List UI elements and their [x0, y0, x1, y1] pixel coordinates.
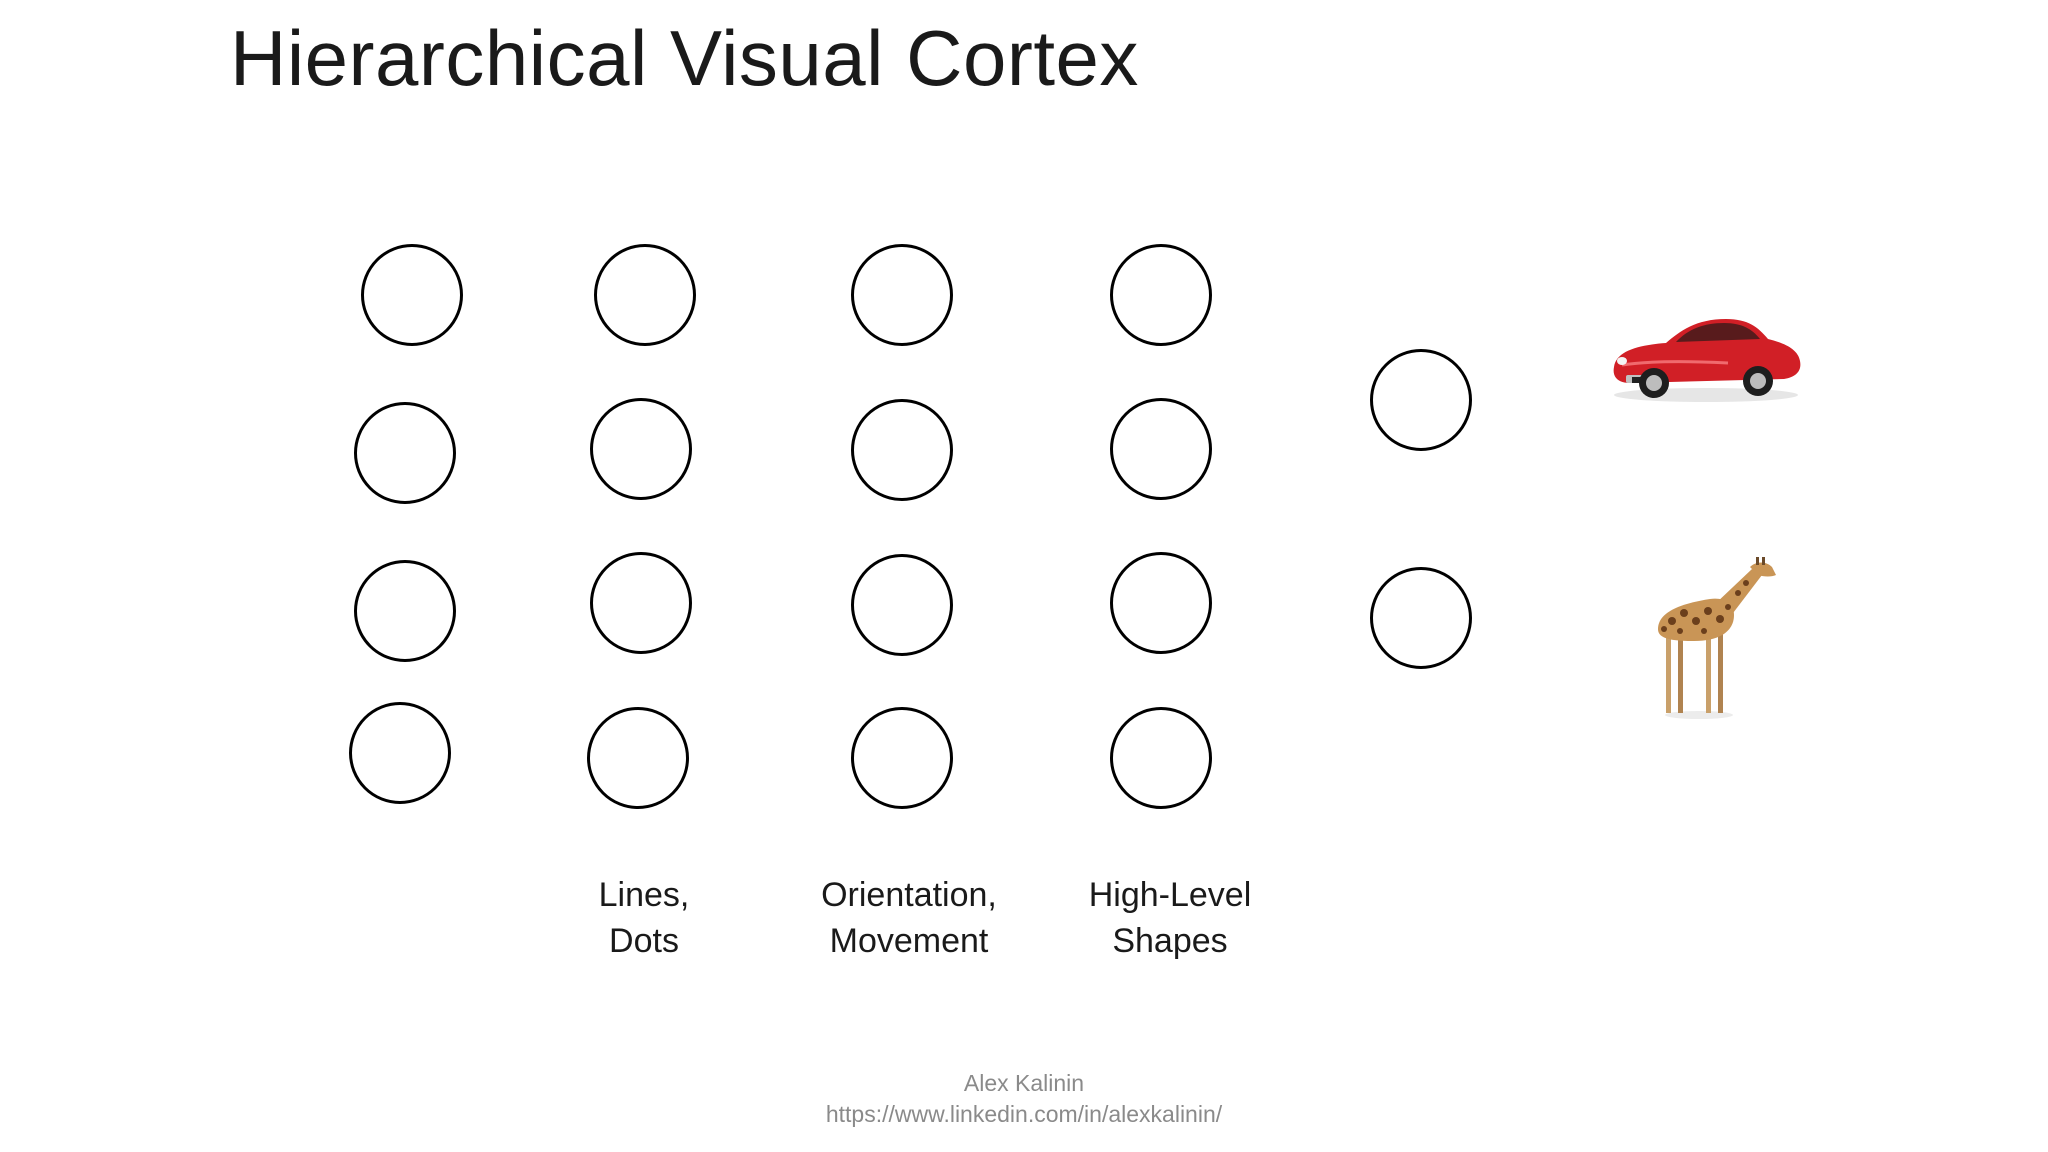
footer-url: https://www.linkedin.com/in/alexkalinin/ [825, 1101, 1223, 1127]
layer3-node-1 [851, 244, 953, 346]
red-sports-car-icon [1613, 319, 1801, 402]
layer4-node-3 [1110, 552, 1212, 654]
layer4-label-line1: High-Level [1088, 876, 1252, 914]
layer2-node-2 [590, 398, 692, 500]
output-node-1 [1370, 349, 1472, 451]
layer3-node-2 [851, 399, 953, 501]
layer2-node-4 [587, 707, 689, 809]
layer3-label-line2: Movement [829, 922, 989, 960]
layer4-node-4 [1110, 707, 1212, 809]
layer4-node-1 [1110, 244, 1212, 346]
layer4-node-2 [1110, 398, 1212, 500]
slide-title: Hierarchical Visual Cortex [230, 14, 1139, 102]
output-node-2 [1370, 567, 1472, 669]
layer4-label: High-Level Shapes [1040, 872, 1300, 964]
layer2-label: Lines, Dots [514, 872, 774, 964]
giraffe-icon [1658, 557, 1776, 719]
layer2-label-line2: Dots [609, 922, 679, 960]
layer3-node-4 [851, 707, 953, 809]
layer2-node-3 [590, 552, 692, 654]
layer2-node-1 [594, 244, 696, 346]
layer3-node-3 [851, 554, 953, 656]
layer2-label-line1: Lines, [598, 876, 690, 914]
layer1-node-4 [349, 702, 451, 804]
layer3-label-line1: Orientation, [821, 876, 997, 914]
layer1-node-3 [354, 560, 456, 662]
layer1-node-2 [354, 402, 456, 504]
layer4-label-line2: Shapes [1112, 922, 1228, 960]
layer3-label: Orientation, Movement [779, 872, 1039, 964]
layer1-node-1 [361, 244, 463, 346]
footer-author: Alex Kalinin [963, 1070, 1085, 1096]
